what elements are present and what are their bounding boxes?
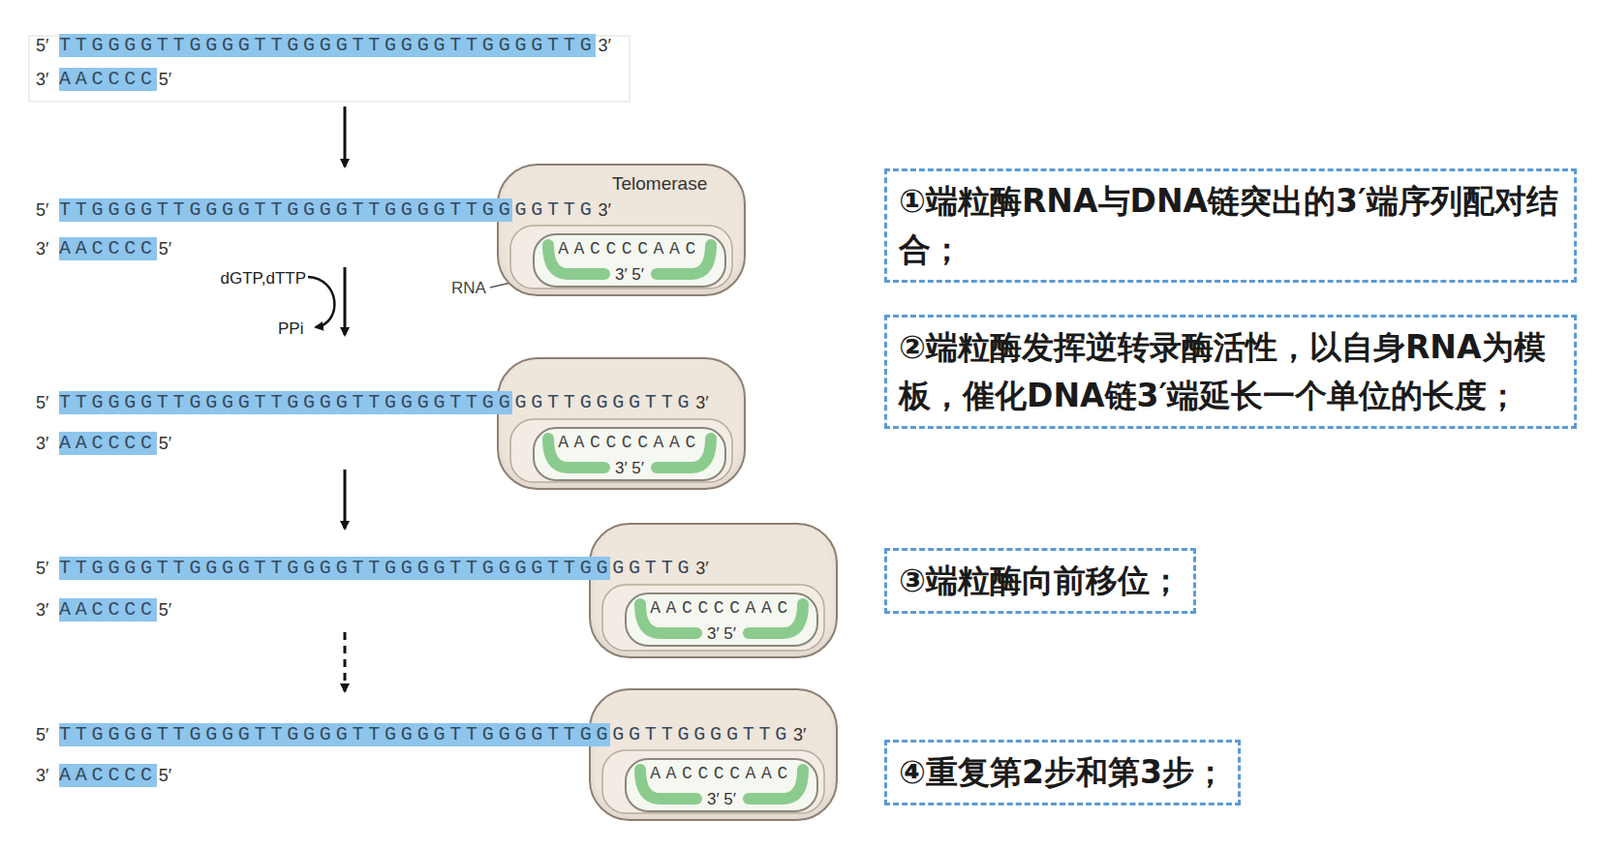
rna-sequence: AACCCCAAC <box>534 238 725 260</box>
enzyme-pocket <box>510 419 733 483</box>
end-label: 3′ 5′ <box>626 624 817 645</box>
dna-sequence: AACCCC <box>59 237 157 261</box>
end-label: 5′ <box>158 431 172 456</box>
end-label: 3′ <box>35 598 49 622</box>
end-label: 5′ <box>35 198 49 222</box>
end-label: 5′ <box>35 723 49 747</box>
dna-sequence: AACCCC <box>59 764 157 788</box>
step-note: ③端粒酶向前移位； <box>884 548 1197 615</box>
rna-sequence: AACCCCAAC <box>534 431 725 454</box>
step-note: ④重复第2步和第3步； <box>884 739 1241 806</box>
rna-template: AACCCCAAC 3′ 5′ <box>532 233 727 288</box>
reaction-arrow <box>307 276 335 328</box>
dna-sequence: AACCCC <box>59 431 157 456</box>
enzyme-body: AACCCCAAC 3′ 5′ <box>588 523 838 659</box>
end-label: 3′ <box>695 556 708 581</box>
enzyme-body: AACCCCAAC 3′ 5′ <box>496 357 746 491</box>
dna-sequence: TTGGGGTTGGGGTTGGGGTTGGGGTTGGGGTTG <box>59 33 596 58</box>
step-note: ②端粒酶发挥逆转录酶活性，以自身RNA为模板，催化DNA链3′端延长一个单位的长… <box>884 314 1577 430</box>
end-label: 5′ <box>35 33 49 58</box>
product-label: PPi <box>277 317 304 341</box>
end-label: 5′ <box>158 67 172 92</box>
end-label: 3′ <box>35 67 49 92</box>
enzyme-pocket <box>602 584 825 651</box>
step-arrow <box>343 267 347 336</box>
enzyme-pocket <box>510 225 733 289</box>
step-arrow <box>343 106 347 167</box>
step-text: ④重复第2步和第3步； <box>898 748 1227 798</box>
enzyme-label: Telomerase <box>612 173 708 195</box>
enzyme-body: TelomeraseAACCCCAAC 3′ 5′ <box>496 163 746 297</box>
end-label: 3′ <box>597 198 611 222</box>
end-label: 3′ 5′ <box>534 265 725 285</box>
step-text: ②端粒酶发挥逆转录酶活性，以自身RNA为模板，催化DNA链3′端延长一个单位的长… <box>898 323 1563 421</box>
rna-sequence: AACCCCAAC <box>626 597 817 619</box>
end-label: 3′ <box>35 764 49 788</box>
step-text: ①端粒酶RNA与DNA链突出的3′端序列配对结合； <box>898 177 1563 275</box>
dna-sequence: AACCCC <box>59 67 157 92</box>
dna-sequence: TTGGGGTTGGGGTTGGGGTTGGGGTTGGGGTTGGGGTTG <box>59 391 694 415</box>
end-label: 3′ <box>35 431 49 456</box>
end-label: 3′ 5′ <box>534 459 725 479</box>
end-label: 3′ <box>695 391 708 415</box>
rna-template: AACCCCAAC 3′ 5′ <box>624 758 819 813</box>
rna-sequence: AACCCCAAC <box>626 763 817 785</box>
end-label: 3′ 5′ <box>626 790 817 810</box>
step-arrow <box>343 632 347 692</box>
end-label: 3′ <box>597 33 611 58</box>
end-label: 3′ <box>35 237 49 261</box>
end-label: 5′ <box>158 237 172 261</box>
dna-sequence: TTGGGGTTGGGGTTGGGGTTGGGGTTGGGGTTGGGGTTG <box>59 556 694 581</box>
dna-sequence: AACCCC <box>59 598 157 622</box>
dna-sequence: TTGGGGTTGGGGTTGGGGTTGGGGTTGGGGTTG <box>59 198 596 222</box>
end-label: 5′ <box>35 556 49 581</box>
end-label: 3′ <box>793 723 806 747</box>
rna-template: AACCCCAAC 3′ 5′ <box>624 592 819 647</box>
end-label: 5′ <box>35 391 49 415</box>
enzyme-pocket <box>602 750 825 814</box>
part-label: RNA <box>451 276 487 301</box>
step-text: ③端粒酶向前移位； <box>898 556 1182 606</box>
enzyme-body: AACCCCAAC 3′ 5′ <box>588 688 838 822</box>
step-arrow <box>343 469 347 529</box>
end-label: 5′ <box>158 598 172 622</box>
rna-template: AACCCCAAC 3′ 5′ <box>532 427 727 482</box>
end-label: 5′ <box>158 764 172 788</box>
substrate-label: dGTP,dTTP <box>220 267 308 291</box>
step-note: ①端粒酶RNA与DNA链突出的3′端序列配对结合； <box>884 168 1577 283</box>
dna-sequence: TTGGGGTTGGGGTTGGGGTTGGGGTTGGGGTTGGGGTTGG… <box>59 723 792 747</box>
